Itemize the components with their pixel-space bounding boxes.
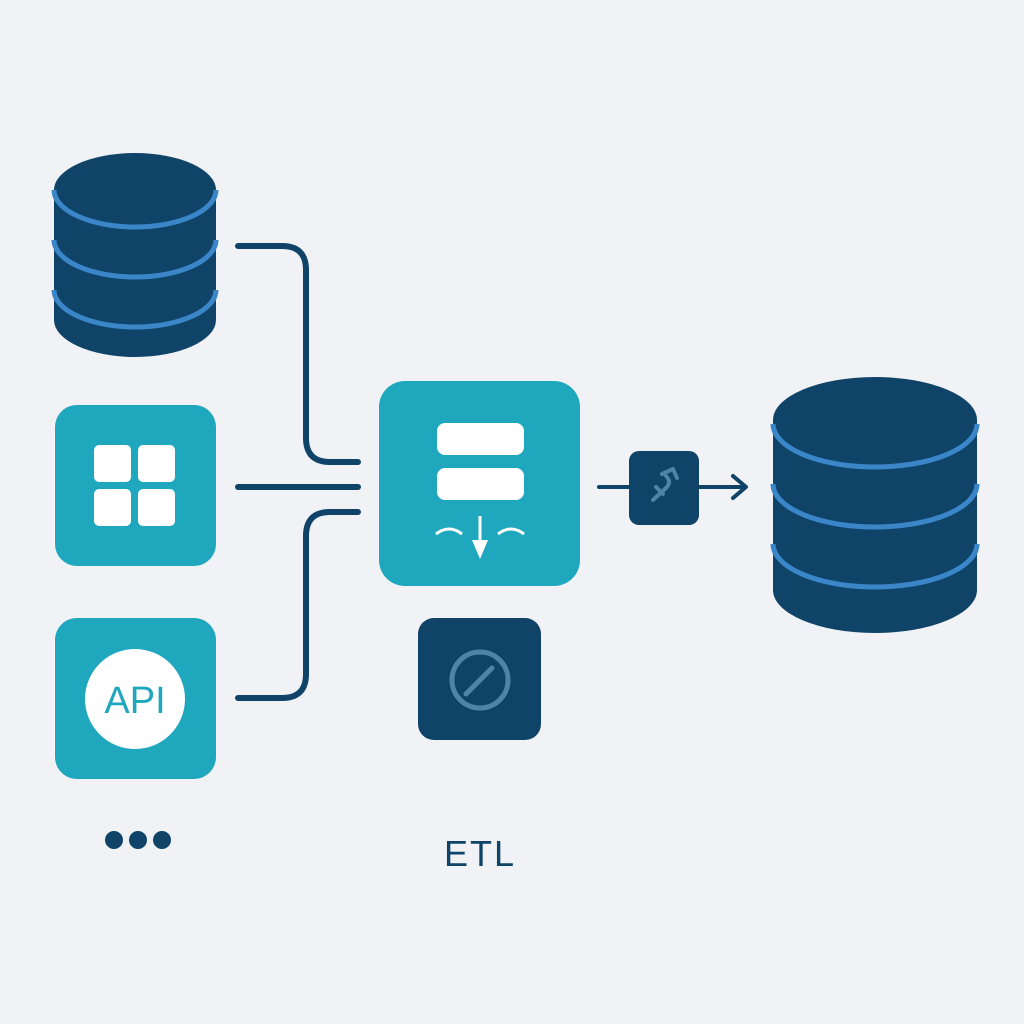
etl-process [379, 381, 580, 586]
source-app [55, 405, 216, 566]
grid-icon [94, 445, 175, 526]
etl-label: ETL [444, 833, 516, 874]
destination-database [770, 377, 980, 633]
api-icon: API [85, 649, 185, 749]
ellipsis-icon [105, 831, 171, 849]
source-api: API [55, 618, 216, 779]
link-icon [651, 467, 679, 502]
output-connector [597, 474, 748, 500]
database-icon [770, 377, 980, 633]
database-icon [51, 153, 219, 357]
connector-api-to-etl [235, 509, 361, 701]
source-connectors [235, 243, 361, 701]
source-database [51, 153, 219, 357]
api-label: API [104, 680, 165, 722]
connector-node [629, 451, 699, 525]
circle-slash-icon [449, 649, 511, 711]
etl-process-icon [435, 423, 525, 559]
connector-db-to-etl [235, 243, 361, 465]
etl-status-tile [418, 618, 541, 740]
